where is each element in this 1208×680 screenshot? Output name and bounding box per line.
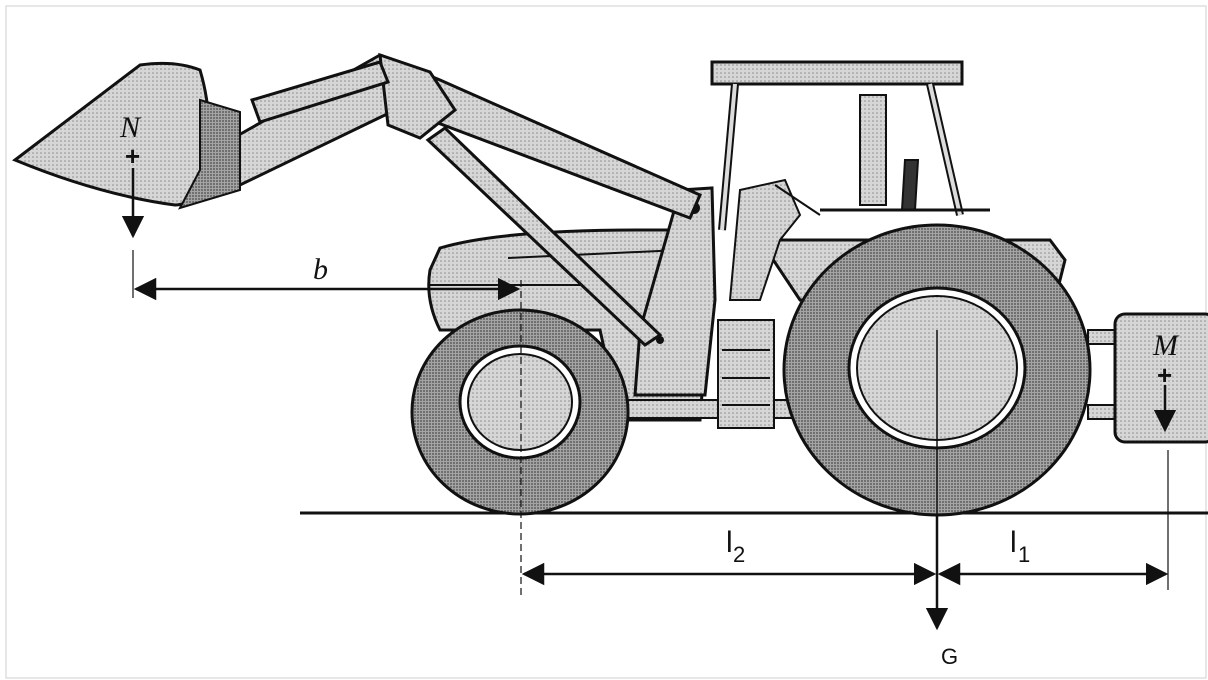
label-g: G bbox=[941, 644, 958, 669]
bucket-back bbox=[178, 98, 241, 210]
lift-cylinder bbox=[425, 126, 663, 347]
label-l2: l bbox=[726, 526, 733, 559]
label-n: N bbox=[119, 111, 142, 144]
label-m: M bbox=[1152, 329, 1180, 362]
label-b: b bbox=[313, 253, 328, 286]
loader-boom bbox=[228, 53, 702, 220]
plus-m: + bbox=[1157, 360, 1172, 390]
tilt-cylinder bbox=[250, 60, 390, 124]
boom-knee bbox=[378, 52, 458, 140]
label-l1-sub: 1 bbox=[1018, 542, 1030, 567]
bucket bbox=[12, 61, 211, 207]
front-wheel bbox=[410, 308, 630, 516]
rear-counterweight bbox=[1087, 312, 1208, 444]
tractor-cab bbox=[710, 60, 990, 429]
plus-n: + bbox=[125, 141, 140, 171]
label-l1: l bbox=[1010, 526, 1017, 559]
label-l2-sub: 2 bbox=[733, 542, 745, 567]
